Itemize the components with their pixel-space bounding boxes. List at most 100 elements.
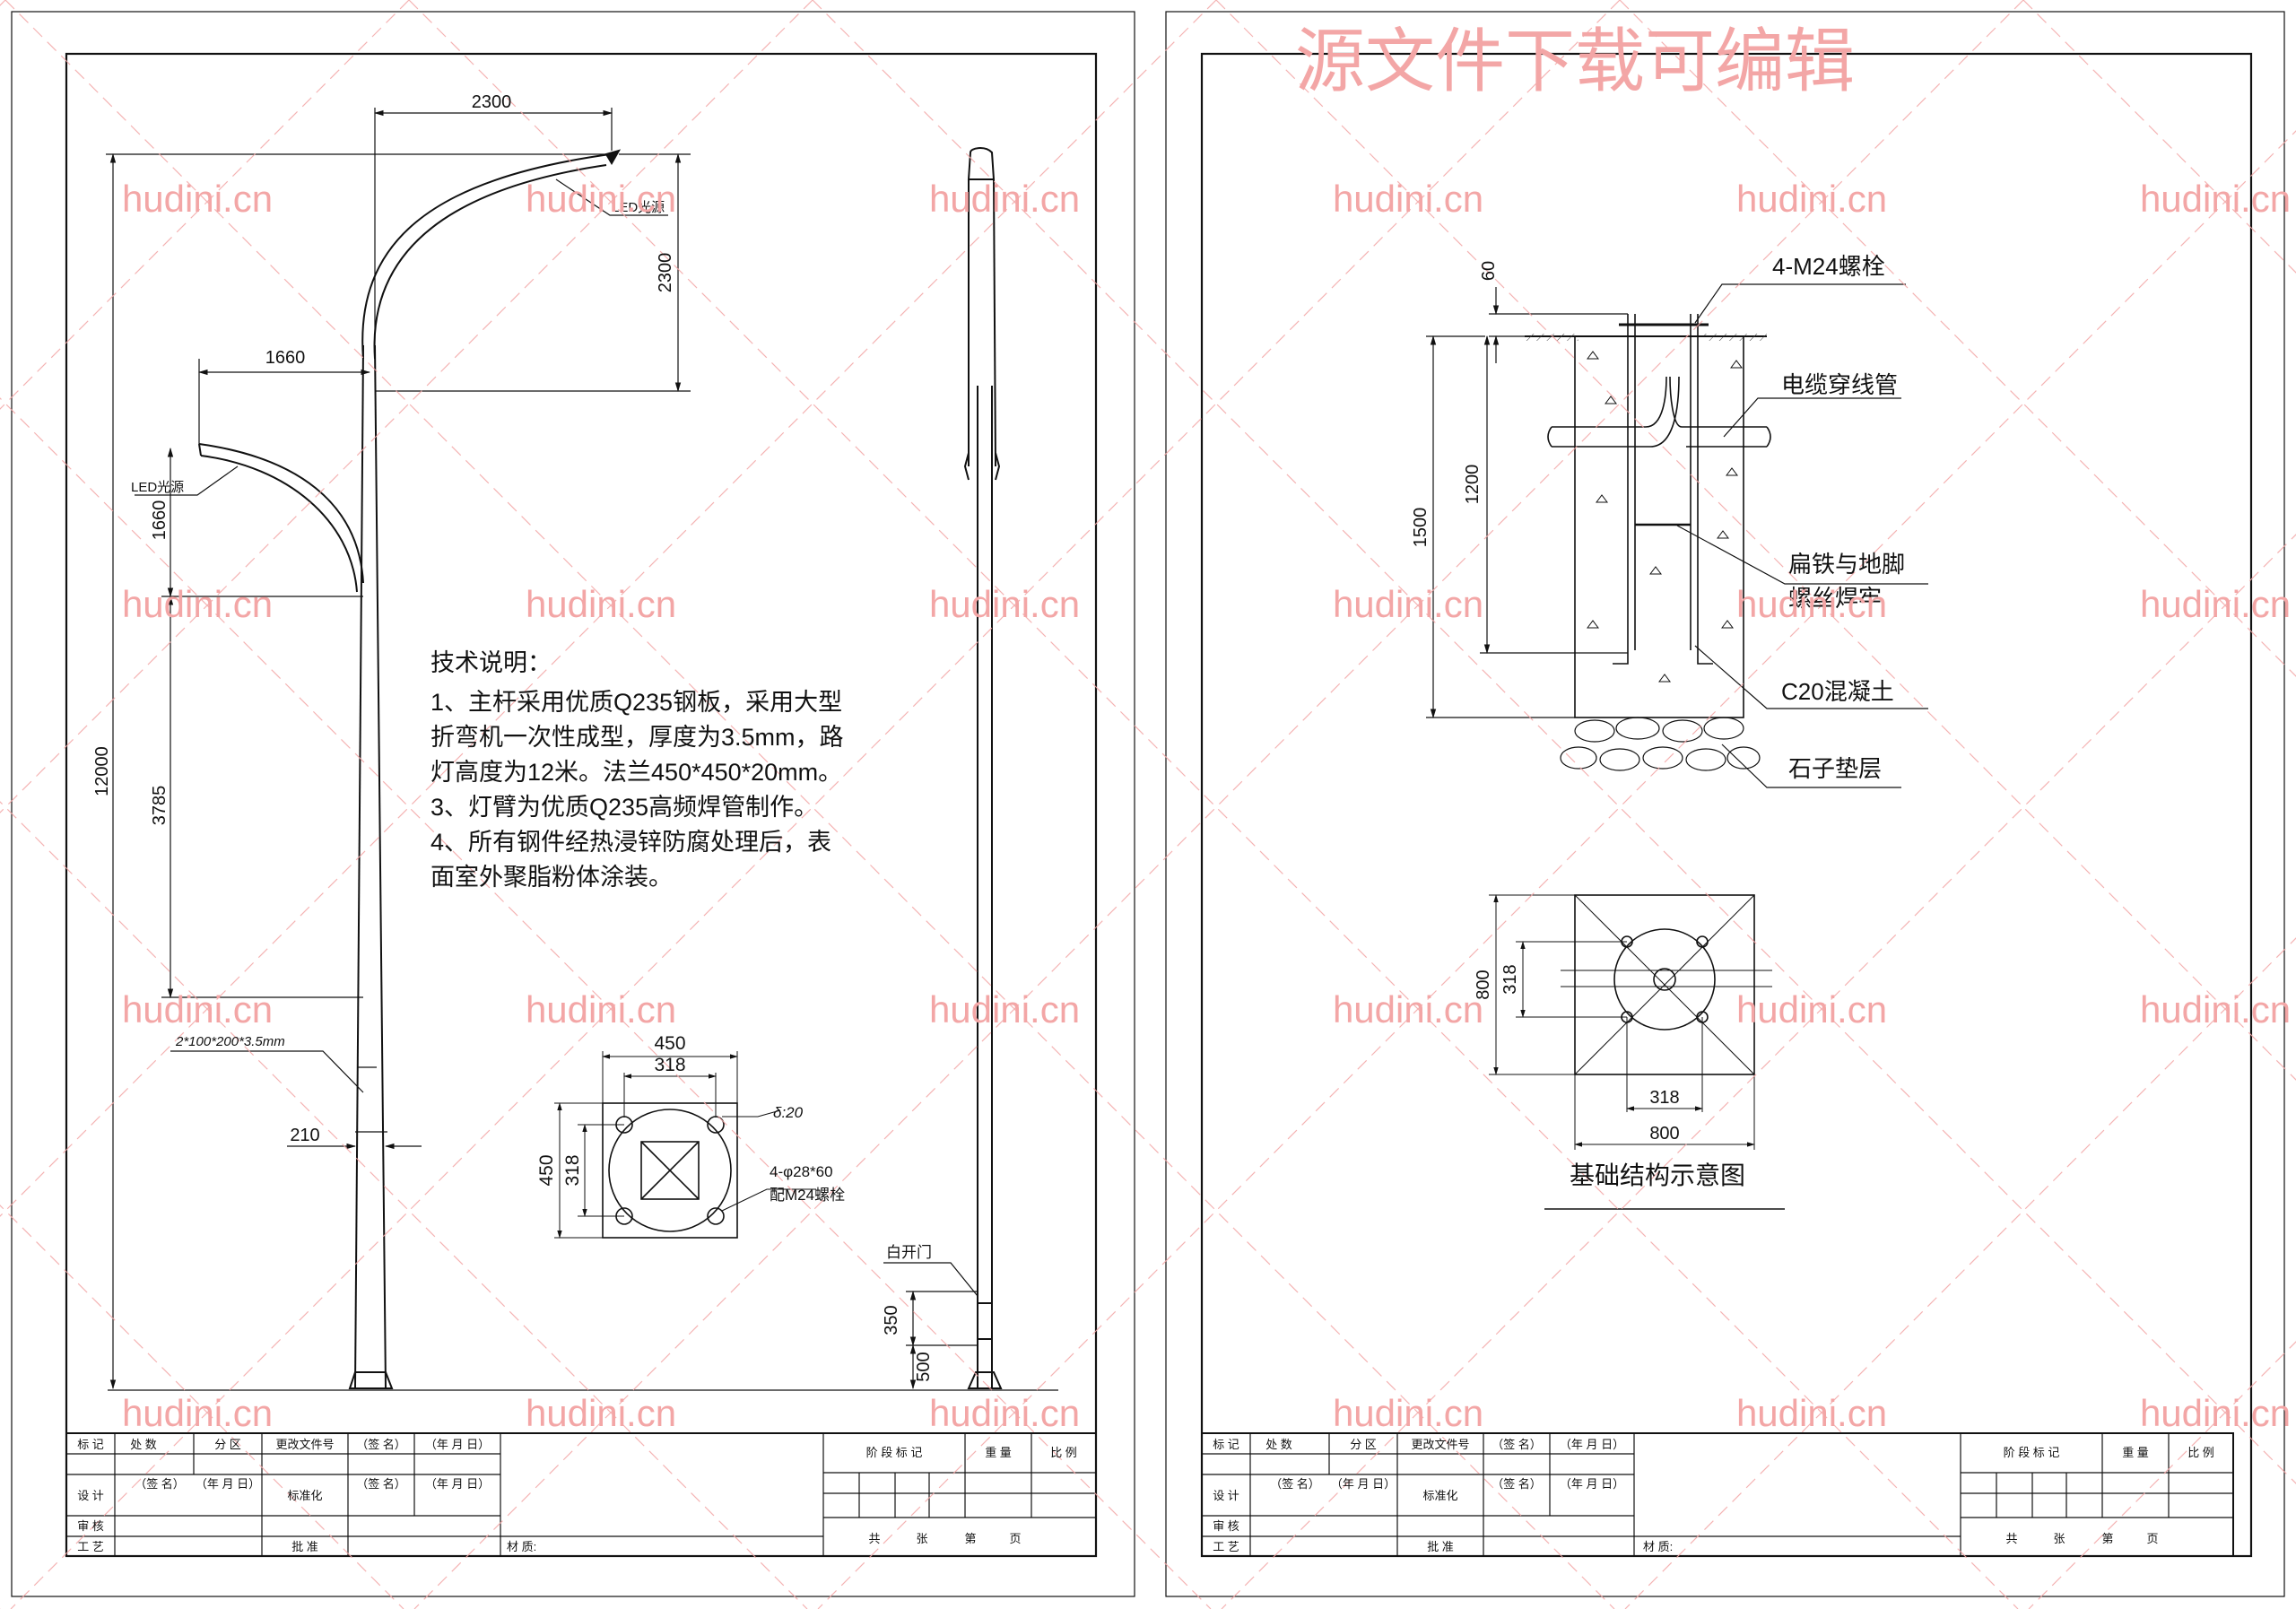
tb-change-doc: 更改文件号 bbox=[275, 1438, 334, 1451]
watermark-site-label: hudini.cn bbox=[122, 583, 273, 625]
watermark-site-label: hudini.cn bbox=[2140, 988, 2291, 1031]
watermark-diagonal bbox=[0, 0, 813, 813]
watermark-site-label: hudini.cn bbox=[2140, 1392, 2291, 1434]
door-hatch bbox=[977, 1302, 993, 1340]
watermark-diagonal bbox=[1215, 0, 2296, 1081]
tb-weight: 重 量 bbox=[985, 1446, 1012, 1459]
watermark-diagonal bbox=[0, 1205, 404, 1609]
title-block-right-text: 标 记 处 数 分 区 更改文件号 （签 名） （年 月 日） 设 计 （签 名… bbox=[1213, 1438, 2214, 1553]
tb-sheets: 张 bbox=[916, 1532, 927, 1545]
watermark-site-label: hudini.cn bbox=[1736, 583, 1887, 625]
label-led-left: LED光源 bbox=[131, 480, 184, 495]
tb-review: 审 核 bbox=[1213, 1519, 1239, 1533]
tb-no: 第 bbox=[2101, 1532, 2113, 1545]
tb-approve: 批 准 bbox=[1427, 1540, 1454, 1553]
text-sheet1: 2300 2300 1660 1660 12000 3785 210 350 5… bbox=[92, 92, 934, 1382]
lamp-head-top bbox=[967, 147, 996, 180]
tb-total: 共 bbox=[868, 1532, 880, 1545]
tech-note-line: 4、所有钢件经热浸锌防腐处理后，表 bbox=[430, 829, 831, 856]
tb-std-date: （年 月 日） bbox=[425, 1477, 490, 1491]
tb-process: 工 艺 bbox=[1213, 1540, 1239, 1553]
watermark-site-label: hudini.cn bbox=[1333, 1392, 1483, 1434]
label-weld-1: 扁铁与地脚 bbox=[1788, 551, 1905, 578]
title-block-left bbox=[65, 1432, 1097, 1557]
tb-design-sign: （签 名） bbox=[1270, 1477, 1320, 1491]
tb-weight: 重 量 bbox=[2122, 1446, 2149, 1459]
dim-12000: 12000 bbox=[92, 746, 112, 796]
watermark-site-labels: hudini.cn hudini.cn hudini.cn hudini.cn hudi… bbox=[122, 178, 2291, 1434]
watermark-diagonal bbox=[1624, 937, 2296, 1609]
watermark-site-label: hudini.cn bbox=[1333, 178, 1483, 220]
tb-date: （年 月 日） bbox=[425, 1438, 490, 1451]
watermark-diagonal bbox=[0, 0, 1217, 1217]
watermark-diagonal bbox=[4, 0, 1615, 1609]
concrete-aggregate bbox=[1587, 351, 1743, 683]
dim-2300-v: 2300 bbox=[656, 253, 675, 293]
label-concrete: C20混凝土 bbox=[1781, 678, 1894, 705]
tb-zone: 分 区 bbox=[1350, 1438, 1377, 1451]
dim-210: 210 bbox=[290, 1126, 319, 1145]
watermark-site-label: hudini.cn bbox=[2140, 583, 2291, 625]
tb-count: 处 数 bbox=[1265, 1438, 1292, 1451]
watermark-site-label: hudini.cn bbox=[122, 1392, 273, 1434]
dim-1200: 1200 bbox=[1463, 465, 1483, 505]
tb-stage: 阶 段 标 记 bbox=[866, 1446, 923, 1459]
dim-350: 350 bbox=[882, 1305, 901, 1335]
watermark-site-label: hudini.cn bbox=[1736, 178, 1887, 220]
long-arm-upper bbox=[373, 164, 607, 360]
flange-dim-318-h: 318 bbox=[654, 1055, 685, 1075]
dim-1500: 1500 bbox=[1411, 508, 1431, 548]
flange-dim-450-h: 450 bbox=[654, 1033, 685, 1054]
tb-count: 处 数 bbox=[130, 1438, 157, 1451]
main-pole-left-edge bbox=[354, 344, 364, 1389]
watermark-site-label: hudini.cn bbox=[1736, 988, 1887, 1031]
tb-std-date: （年 月 日） bbox=[1560, 1477, 1624, 1491]
watermark-diagonal bbox=[1619, 0, 2296, 677]
watermark-site-label: hudini.cn bbox=[929, 1392, 1080, 1434]
concrete-block bbox=[1574, 335, 1744, 718]
watermark-site-label: hudini.cn bbox=[526, 178, 676, 220]
pole-base-foot bbox=[348, 1371, 394, 1389]
tb-sign: （签 名） bbox=[1492, 1438, 1542, 1451]
watermark-diagonal bbox=[817, 130, 2296, 1609]
sheet-right-frame bbox=[1165, 11, 2285, 1597]
tb-review: 审 核 bbox=[77, 1519, 104, 1533]
watermark-diagonal bbox=[1221, 534, 2296, 1609]
foundation-plan bbox=[1489, 894, 1785, 1210]
watermark-site-label: hudini.cn bbox=[122, 988, 273, 1031]
tb-mark: 标 记 bbox=[77, 1438, 104, 1451]
dim-60: 60 bbox=[1479, 261, 1499, 281]
label-bolts: 4-M24螺栓 bbox=[1772, 253, 1885, 280]
tb-no: 第 bbox=[964, 1532, 976, 1545]
watermark-site-label: hudini.cn bbox=[929, 178, 1080, 220]
tb-std-sign: （签 名） bbox=[1492, 1477, 1542, 1491]
tb-design-date: （年 月 日） bbox=[1331, 1477, 1396, 1491]
short-arm-upper bbox=[198, 443, 364, 584]
label-led-right: LED光源 bbox=[612, 200, 665, 215]
text-sheet2: 4-M24螺栓 电缆穿线管 扁铁与地脚 螺丝焊牢 C20混凝土 石子垫层 60 … bbox=[1411, 253, 1905, 1189]
tb-design-sign: （签 名） bbox=[135, 1477, 185, 1491]
label-gravel: 石子垫层 bbox=[1788, 755, 1882, 782]
tb-mark: 标 记 bbox=[1213, 1438, 1239, 1451]
tb-material: 材 质: bbox=[507, 1540, 536, 1553]
tb-standard: 标准化 bbox=[1422, 1489, 1457, 1502]
flange-thickness: δ:20 bbox=[773, 1104, 804, 1121]
watermark-site-label: hudini.cn bbox=[929, 988, 1080, 1031]
tech-note-line: 灯高度为12米。法兰450*450*20mm。 bbox=[430, 759, 842, 786]
short-arm-lower bbox=[200, 455, 358, 593]
tech-note-line: 折弯机一次性成型，厚度为3.5mm，路 bbox=[430, 724, 844, 751]
tech-note-line: 1、主杆采用优质Q235钢板，采用大型 bbox=[430, 689, 842, 716]
title-block-left-text: 标 记 处 数 分 区 更改文件号 （签 名） （年 月 日） 设 计 （签 名… bbox=[77, 1438, 1077, 1553]
tb-page: 页 bbox=[2146, 1532, 2158, 1545]
plan-dim-318-v: 318 bbox=[1500, 964, 1520, 994]
tb-stage: 阶 段 标 记 bbox=[2004, 1446, 2060, 1459]
watermark-site-label: hudini.cn bbox=[1333, 583, 1483, 625]
tb-date: （年 月 日） bbox=[1560, 1438, 1624, 1451]
tb-sheets: 张 bbox=[2053, 1532, 2065, 1545]
tb-design: 设 计 bbox=[77, 1489, 104, 1502]
watermark-site-label: hudini.cn bbox=[526, 1392, 676, 1434]
watermark-diagonal bbox=[2028, 1341, 2296, 1609]
bolt-hole bbox=[707, 1207, 725, 1225]
watermark-diagonal bbox=[10, 0, 1621, 1609]
